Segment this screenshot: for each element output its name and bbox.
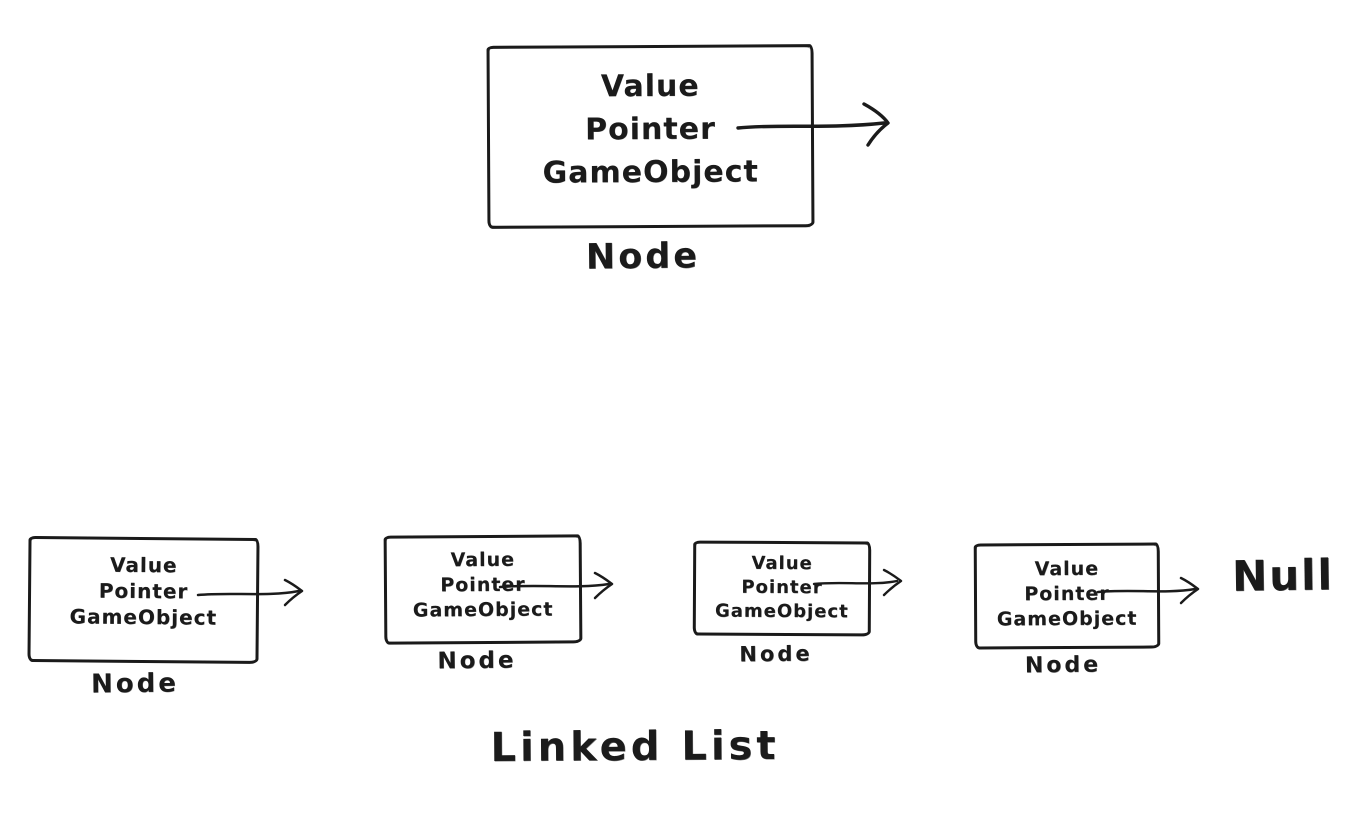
pointer-arrow-icon: [1096, 576, 1200, 605]
node-field-value: Value: [109, 552, 178, 578]
pointer-arrow-icon: [736, 102, 890, 147]
linked-list-node-label: Node: [90, 668, 180, 700]
node-field-gameobject: GameObject: [996, 607, 1138, 631]
linked-list-node-label: Node: [437, 647, 517, 675]
node-definition-label: Node: [585, 236, 701, 278]
node-field-gameobject: GameObject: [714, 600, 849, 623]
node-field-pointer: Pointer: [741, 576, 823, 599]
node-field-value: Value: [600, 68, 700, 105]
pointer-arrow-icon: [196, 578, 304, 607]
null-terminator-label: Null: [1231, 550, 1335, 601]
node-field-value: Value: [751, 552, 813, 575]
pointer-arrow-icon: [498, 571, 614, 600]
node-field-pointer: Pointer: [98, 578, 189, 604]
linked-list-node-label: Node: [1024, 652, 1102, 679]
node-field-gameobject: GameObject: [542, 154, 759, 191]
node-field-pointer: Pointer: [584, 111, 716, 148]
pointer-arrow-icon: [812, 568, 903, 597]
linked-list-node-label: Node: [739, 641, 813, 667]
node-field-value: Value: [1034, 557, 1100, 581]
linked-list-title: Linked List: [490, 722, 780, 772]
